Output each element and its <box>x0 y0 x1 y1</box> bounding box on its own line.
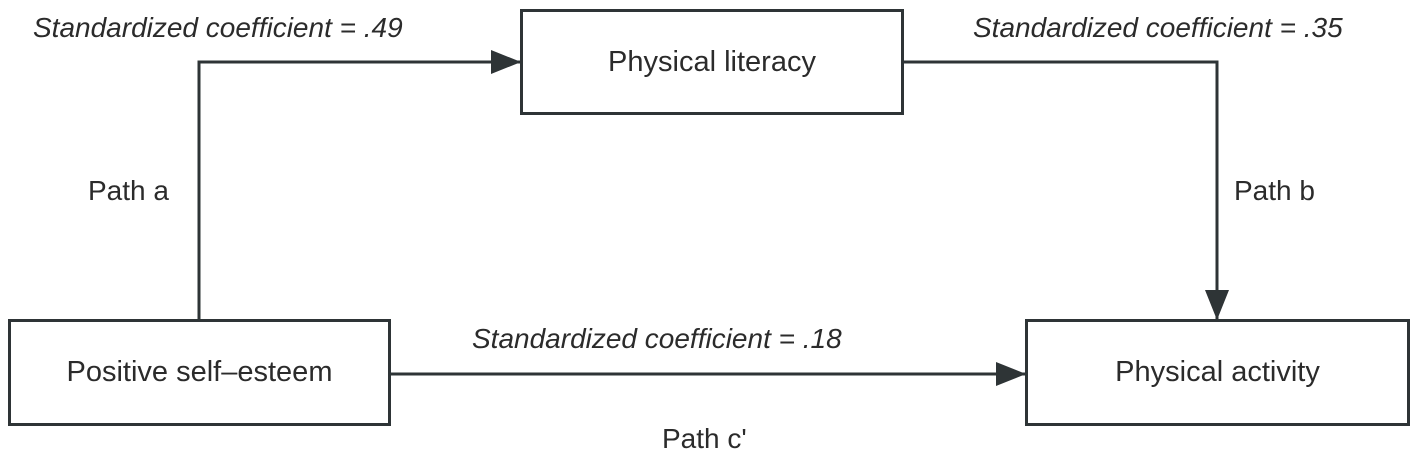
predictor-node: Positive self–esteem <box>8 319 391 426</box>
path-c-prime-coefficient: Standardized coefficient = .18 <box>472 323 842 354</box>
path-a-coefficient: Standardized coefficient = .49 <box>33 12 403 43</box>
path-b-coefficient: Standardized coefficient = .35 <box>973 12 1343 43</box>
mediator-node: Physical literacy <box>520 9 904 115</box>
outcome-node: Physical activity <box>1025 319 1410 426</box>
path-b-label: Path b <box>1234 175 1315 206</box>
outcome-label: Physical activity <box>1115 356 1320 388</box>
path-a-label: Path a <box>88 175 169 206</box>
path-b-arrow <box>904 60 1229 320</box>
path-c-prime-label: Path c' <box>662 423 747 454</box>
path-a-arrow <box>197 50 521 319</box>
predictor-label: Positive self–esteem <box>66 356 333 388</box>
mediator-label: Physical literacy <box>608 45 816 78</box>
